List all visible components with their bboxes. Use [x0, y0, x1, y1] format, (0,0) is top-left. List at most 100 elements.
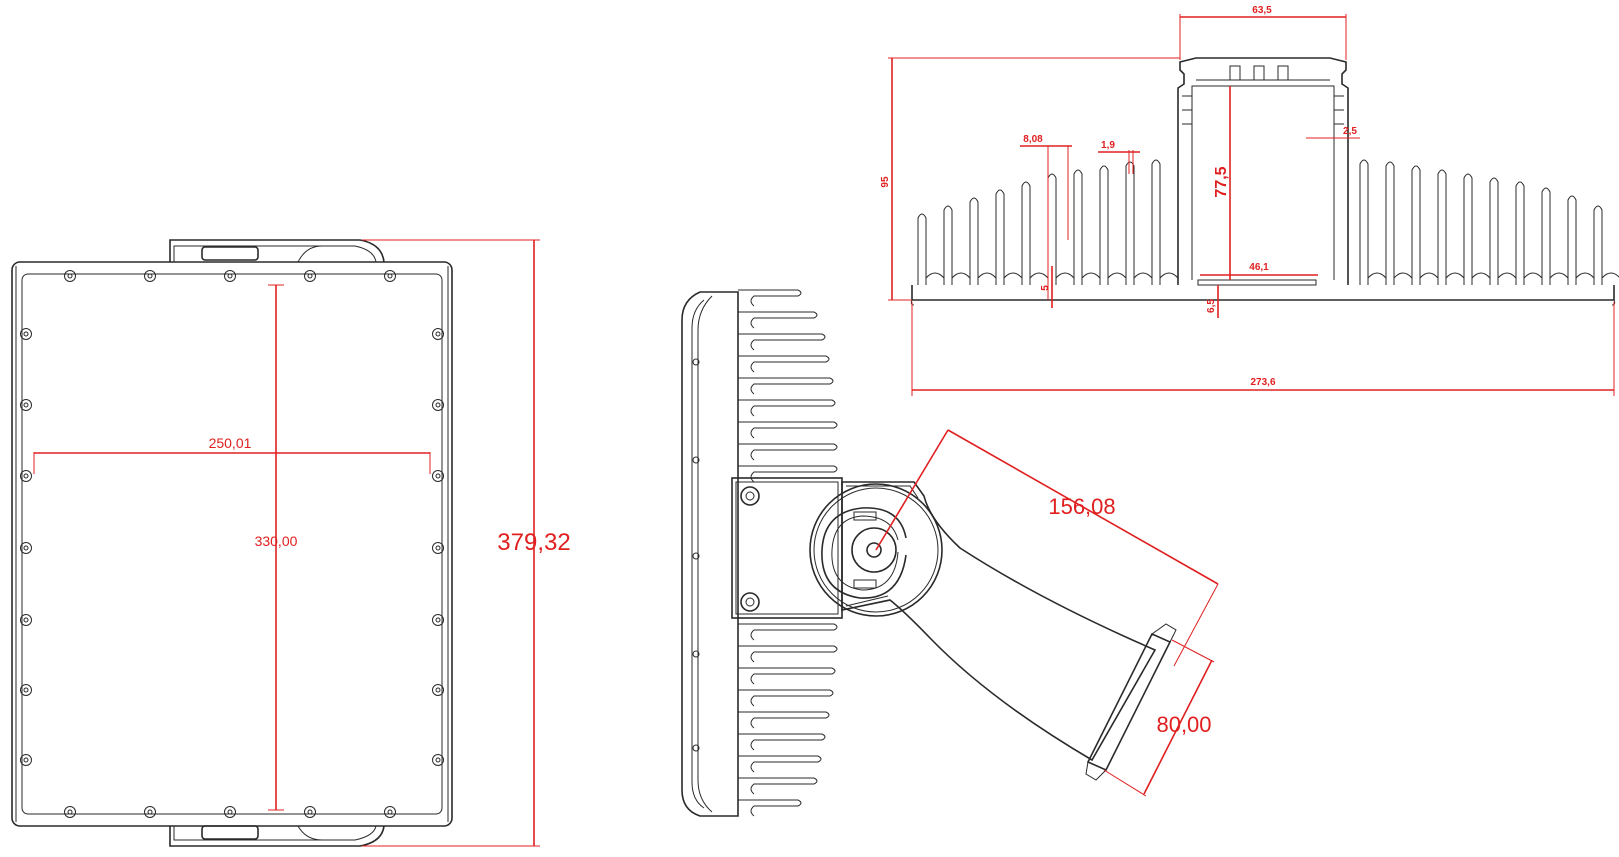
screw-center	[23, 402, 29, 408]
screw-center	[435, 687, 441, 693]
wall-thickness-dimension: 2,5	[1306, 126, 1360, 139]
dim-label-fin-thickness: 1,9	[1101, 140, 1115, 151]
fin-root	[1601, 272, 1619, 279]
screw-center	[147, 273, 153, 279]
front-view: 250,01 330,00 379,32	[11, 239, 571, 847]
fin-root	[1133, 272, 1153, 279]
screw	[224, 806, 236, 818]
screw-center	[435, 402, 441, 408]
heatsink-base	[911, 285, 1615, 301]
front-overall-height-dimension: 379,32	[362, 239, 571, 847]
mounting-arm	[841, 481, 1157, 762]
heatsink-fin	[943, 205, 953, 285]
heatsink-fin	[738, 733, 826, 751]
channel-inner-width-dimension: 46,1	[1200, 262, 1318, 276]
heatsink-fin	[738, 377, 834, 395]
screw	[20, 684, 32, 696]
profile-width-dimension: 273,6	[911, 302, 1615, 396]
heatsink-fin	[738, 333, 826, 351]
dim-label-front-overall-height: 379,32	[497, 529, 570, 556]
lens-screw	[692, 744, 700, 752]
heatsink-fin	[738, 799, 802, 817]
screw	[144, 270, 156, 282]
fin-root	[1003, 272, 1023, 279]
heatsink-fin	[738, 465, 838, 483]
heatsink-profile-view: 63,5 95 8,08 1,9 2,5	[880, 5, 1619, 396]
screw-center	[23, 331, 29, 337]
heatsink-fin	[1359, 159, 1369, 285]
heatsink-fin	[738, 355, 830, 373]
screw	[224, 270, 236, 282]
screw	[432, 614, 444, 626]
dim-label-base-thickness: 6,5	[1206, 299, 1217, 313]
screw	[304, 270, 316, 282]
screw-center	[23, 687, 29, 693]
dim-label-profile-height: 95	[880, 176, 891, 188]
screw-center	[307, 273, 313, 279]
screw-center	[227, 809, 233, 815]
heatsink-fin	[1567, 195, 1577, 285]
screw	[432, 684, 444, 696]
heatsink-fin	[738, 667, 836, 685]
arm-length-dimension: 156,08	[875, 429, 1219, 667]
mount-plate	[1086, 632, 1172, 772]
screw-center	[23, 545, 29, 551]
fin-root	[1029, 272, 1049, 279]
side-view: 156,08 80,00	[681, 289, 1219, 817]
housing-inner-frame	[21, 273, 443, 815]
screw	[20, 399, 32, 411]
top-mount-bracket	[169, 239, 385, 263]
screw	[304, 806, 316, 818]
screw	[432, 470, 444, 482]
fin-root	[1159, 272, 1179, 279]
screw	[432, 328, 444, 340]
screw-center	[23, 473, 29, 479]
fin-root	[1367, 272, 1387, 279]
heatsink-fins-side	[738, 289, 838, 817]
dim-label-front-width: 250,01	[209, 435, 252, 451]
heatsink-fin	[1099, 165, 1109, 285]
fin-root	[1055, 272, 1075, 279]
heatsink-fin	[738, 399, 836, 417]
top-channel-width-dimension: 63,5	[1179, 5, 1347, 60]
fin-root	[977, 272, 997, 279]
heatsink-fin	[1541, 187, 1551, 285]
screw	[144, 806, 156, 818]
mount-plate-dimension: 80,00	[1103, 639, 1215, 797]
heatsink-fin	[738, 777, 818, 795]
heatsink-fin	[738, 711, 830, 729]
screw	[64, 806, 76, 818]
screw	[20, 754, 32, 766]
fin-root	[1471, 272, 1491, 279]
lens-screw	[692, 552, 700, 560]
screw-center	[23, 757, 29, 763]
housing-outer-frame	[11, 261, 453, 827]
fin-root	[1107, 272, 1127, 279]
profile-height-dimension: 95	[880, 57, 1180, 301]
heatsink-fin	[738, 689, 834, 707]
fin-gap-dimension: 5	[1040, 266, 1053, 308]
screw-center	[435, 617, 441, 623]
fin-root	[1523, 272, 1543, 279]
dim-label-channel-depth: 77,5	[1213, 166, 1230, 197]
dim-label-fin-pitch: 8,08	[1023, 134, 1043, 145]
lens-screws	[692, 358, 700, 752]
heatsink-fin	[1411, 165, 1421, 285]
heatsink-fin	[738, 289, 802, 307]
housing-body-side	[681, 291, 739, 817]
dim-label-arm-length: 156,08	[1048, 494, 1115, 519]
screw-center	[435, 545, 441, 551]
screw	[432, 399, 444, 411]
fin-root	[1419, 272, 1439, 279]
screw	[432, 754, 444, 766]
fin-root	[1445, 272, 1465, 279]
fin-root	[1393, 272, 1413, 279]
fin-pitch-dimension: 8,08	[1020, 134, 1072, 300]
dim-label-fin-gap: 5	[1040, 285, 1051, 291]
channel-depth-dimension: 77,5	[1213, 86, 1231, 280]
screw	[20, 328, 32, 340]
heatsink-fin	[1489, 177, 1499, 285]
heatsink-fin	[1021, 181, 1031, 285]
heatsink-fin	[738, 645, 838, 663]
